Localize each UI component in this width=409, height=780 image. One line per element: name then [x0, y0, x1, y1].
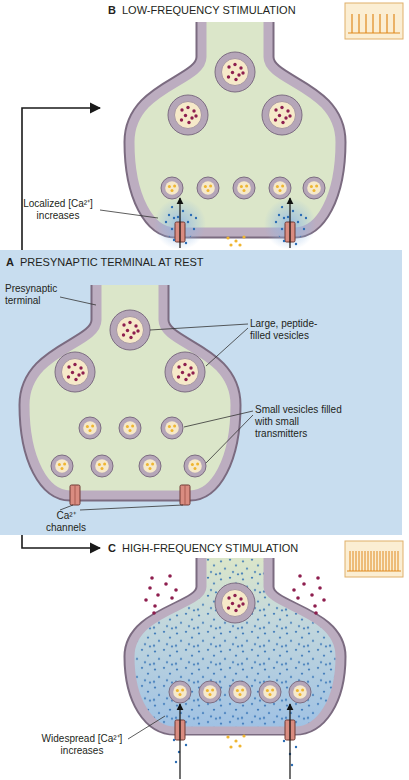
- callout-label: Presynaptic terminal: [5, 283, 77, 307]
- flow-arrow: [22, 535, 100, 548]
- panel-heading: PRESYNAPTIC TERMINAL AT REST: [20, 256, 204, 269]
- panel: B LOW-FREQUENCY STIMULATION: [100, 0, 409, 245]
- callout-label: Small vesicles filled with small transmi…: [255, 404, 347, 440]
- panel-letter: B: [108, 4, 116, 17]
- panel-heading: LOW-FREQUENCY STIMULATION: [122, 4, 296, 17]
- panel: C HIGH-FREQUENCY STIMULATION: [100, 538, 409, 780]
- spike-train-inset: [345, 3, 403, 39]
- spike-train-inset: [345, 541, 403, 577]
- callout-label: Ca²⁺ channels: [36, 510, 96, 534]
- panel-letter: A: [6, 256, 14, 269]
- flow-arrow: [22, 108, 100, 250]
- presynaptic-terminal: [130, 558, 340, 779]
- panel: A PRESYNAPTIC TERMINAL AT REST: [0, 250, 402, 535]
- panel-heading: HIGH-FREQUENCY STIMULATION: [122, 542, 298, 555]
- presynaptic-terminal: [25, 285, 235, 505]
- leader-lines: [60, 210, 253, 739]
- panel-letter: C: [108, 542, 116, 555]
- callout-label: Localized [Ca²⁺] increases: [12, 198, 104, 222]
- presynaptic-terminal: [130, 22, 340, 250]
- callout-label: Large, peptide-filled vesicles: [250, 318, 332, 342]
- callout-label: Widespread [Ca²⁺] increases: [26, 733, 138, 757]
